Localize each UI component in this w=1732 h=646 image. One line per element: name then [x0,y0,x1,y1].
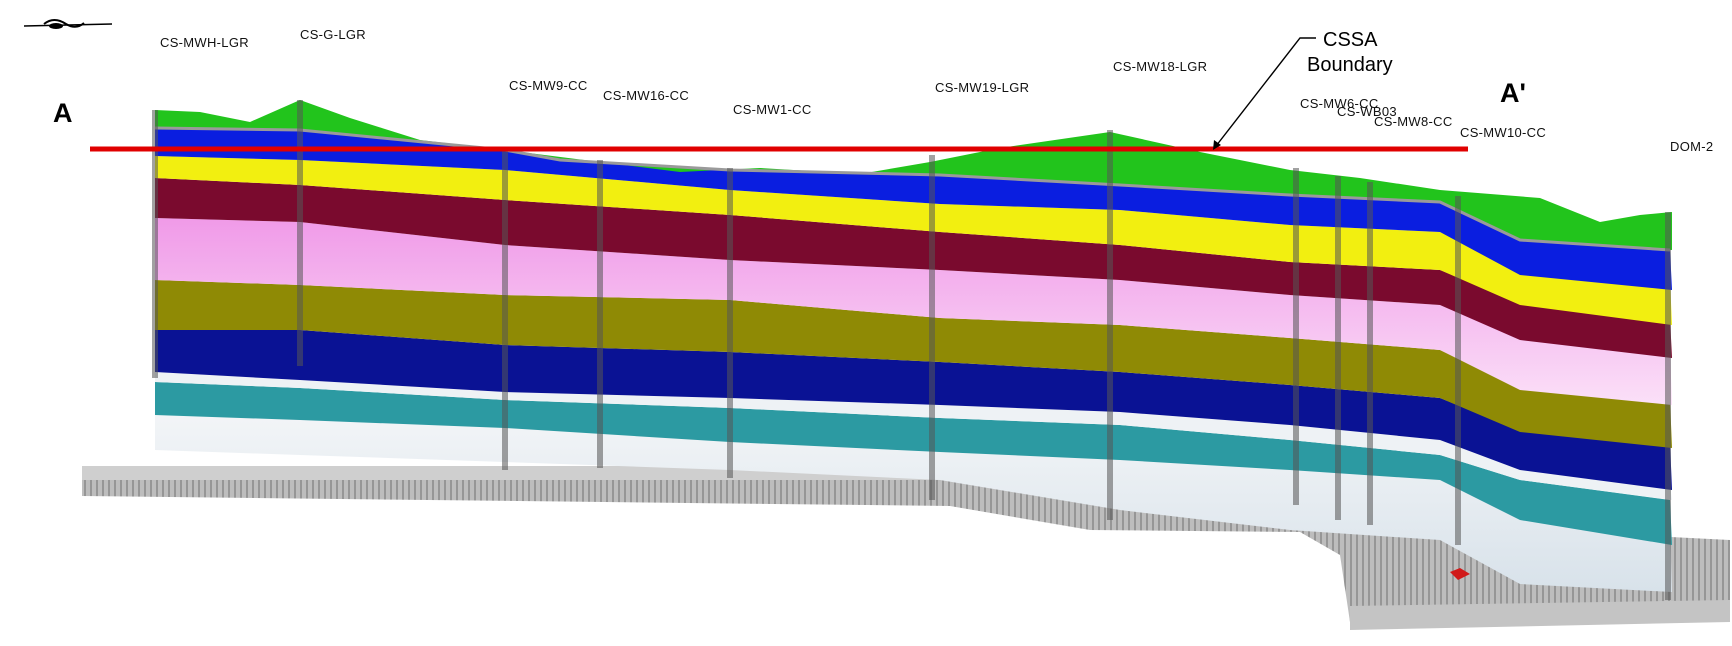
well-label: CS-MW1-CC [733,102,812,117]
well-column [1367,182,1373,525]
well-label: CS-G-LGR [300,27,366,42]
well-label: CS-MW19-LGR [935,80,1029,95]
well-column [1107,130,1113,520]
well-column [502,150,508,470]
well-column [929,155,935,500]
layer-teal [155,382,1672,545]
callout-arrowhead [1213,140,1221,150]
well-column [727,168,733,478]
layer-pink [155,218,1672,405]
well-columns [152,100,1671,600]
well-column [1293,168,1299,505]
stratigraphic-layers [154,100,1672,592]
layer-navy [155,330,1672,490]
well-column [152,110,158,378]
well-label: CS-MW16-CC [603,88,689,103]
well-column [597,160,603,468]
section-label-start: A [53,98,73,128]
well-label: DOM-2 [1670,139,1713,154]
well-column [297,100,303,366]
layer-olive [155,280,1672,448]
layer-maroon [155,178,1672,358]
well-label: CS-MW9-CC [509,78,588,93]
well-labels: CS-MWH-LGR CS-G-LGR CS-MW9-CC CS-MW16-CC CS-… [160,27,1713,154]
well-column [1665,212,1671,600]
layer-yellow [155,156,1672,325]
layer-green [155,100,1672,250]
well-column [1335,176,1341,520]
north-arrow-icon [23,19,113,29]
callout-text-line2: Boundary [1307,54,1393,76]
well-label: CS-MW18-LGR [1113,59,1207,74]
well-label: CS-MW8-CC [1374,114,1453,129]
well-label: CS-WB03 [1337,104,1397,119]
section-label-end: A' [1500,78,1526,108]
layer-blue [155,128,1672,290]
well-label: CS-MW10-CC [1460,125,1546,140]
well-label: CS-MWH-LGR [160,35,249,50]
well-label: CS-MW6-CC [1300,96,1379,111]
well-column [1455,196,1461,545]
layer-light-grey [155,405,1672,592]
callout-leader [1215,37,1316,147]
callout-text-line1: CSSA [1323,29,1378,51]
